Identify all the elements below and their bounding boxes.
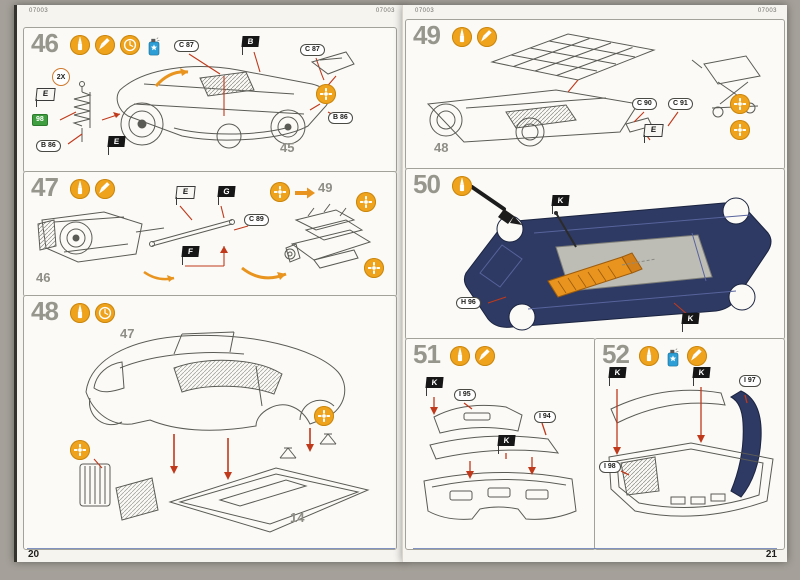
green-part-ref: 98	[32, 114, 48, 126]
page-right: 07003 07003 49	[402, 5, 787, 562]
paintbrush-icon	[95, 35, 115, 55]
step-46-diagram	[59, 51, 355, 149]
step-48-diagram	[79, 331, 370, 533]
color-flag: K	[551, 195, 570, 214]
color-flag: K	[497, 435, 516, 454]
step-48-icons	[70, 303, 115, 323]
color-flag: K	[692, 367, 711, 386]
step-52-diagram	[608, 387, 774, 517]
clock-icon	[95, 303, 115, 323]
step-number: 46	[31, 28, 59, 58]
step-47-diagram	[37, 203, 372, 282]
paintbrush-icon	[475, 346, 495, 366]
spray-can-icon	[145, 35, 163, 58]
part-ref: I 97	[739, 375, 761, 387]
page-left: 07003 07003 46	[14, 5, 405, 562]
step-number: 52	[602, 339, 630, 369]
part-ref: C 87	[174, 40, 199, 52]
part-symbol-icon	[316, 84, 336, 104]
product-code: 07003	[757, 8, 777, 14]
color-flag: B	[241, 36, 260, 55]
part-number: 46	[36, 270, 51, 285]
part-symbol-icon	[364, 258, 384, 278]
color-flag: E	[643, 124, 664, 143]
part-ref: I 94	[534, 411, 556, 423]
step-46-panel: 46	[23, 27, 397, 173]
goto-step-number: 49	[318, 180, 333, 195]
part-number: 47	[120, 326, 135, 341]
spray-can-icon	[664, 346, 682, 369]
part-symbol-icon	[356, 192, 376, 212]
color-flag: E	[35, 88, 56, 107]
color-flag: K	[681, 313, 700, 332]
step-49-panel: 49	[405, 19, 785, 170]
step-49-diagram	[426, 33, 761, 147]
product-code: 07003	[375, 8, 395, 14]
footer-rule	[27, 548, 395, 549]
glue-icon	[639, 346, 659, 366]
step-52-icons	[639, 346, 707, 369]
part-number: 14	[290, 510, 305, 525]
glue-icon	[70, 179, 90, 199]
step-number: 47	[31, 172, 59, 202]
part-ref: B 86	[328, 112, 353, 124]
part-symbol-icon	[270, 182, 290, 202]
step-48-panel: 48	[23, 295, 397, 550]
glue-icon	[70, 35, 90, 55]
step-47-icons	[70, 179, 115, 199]
part-ref: C 91	[668, 98, 693, 110]
part-symbol-icon	[314, 406, 334, 426]
part-ref: B 86	[36, 140, 61, 152]
quantity-marker: 2X	[52, 68, 70, 86]
part-ref: C 89	[244, 214, 269, 226]
part-ref: I 95	[454, 389, 476, 401]
step-49-icons	[452, 27, 497, 47]
part-ref: C 90	[632, 98, 657, 110]
step-50-panel: 50	[405, 168, 785, 340]
clock-icon	[120, 35, 140, 55]
glue-icon	[452, 27, 472, 47]
glue-icon	[452, 176, 472, 196]
product-code: 07003	[415, 8, 435, 14]
glue-icon	[450, 346, 470, 366]
color-flag: G	[217, 186, 236, 205]
step-51-icons	[450, 346, 495, 366]
color-flag: F	[181, 246, 200, 265]
product-code: 07003	[29, 8, 49, 14]
color-flag: E	[107, 136, 126, 155]
step-number: 48	[31, 296, 59, 326]
part-symbol-icon	[70, 440, 90, 460]
color-flag: E	[175, 186, 196, 205]
paintbrush-icon	[687, 346, 707, 366]
part-number: 45	[280, 140, 295, 155]
page-number: 21	[765, 549, 777, 560]
step-50-diagram	[463, 185, 772, 331]
color-flag: K	[608, 367, 627, 386]
part-number: 48	[434, 140, 449, 155]
part-ref: H 96	[456, 297, 481, 309]
color-flag: K	[425, 377, 444, 396]
step-46-icons	[70, 35, 163, 58]
part-ref: C 87	[300, 44, 325, 56]
step-number: 49	[413, 20, 441, 50]
step-52-panel: 52 K	[594, 338, 785, 550]
step-number: 51	[413, 339, 441, 369]
step-47-panel: 47	[23, 171, 397, 297]
paintbrush-icon	[477, 27, 497, 47]
step-51-diagram	[423, 397, 577, 520]
part-symbol-icon	[730, 94, 750, 114]
glue-icon	[70, 303, 90, 323]
footer-rule	[413, 548, 777, 549]
step-50-icons	[452, 176, 472, 196]
step-number: 50	[413, 169, 441, 199]
part-ref: I 98	[599, 461, 621, 473]
part-symbol-icon	[730, 120, 750, 140]
step-51-panel: 51 K I 95	[405, 338, 596, 550]
paintbrush-icon	[95, 179, 115, 199]
ref-arrow-icon	[294, 185, 316, 201]
page-number: 20	[28, 549, 40, 560]
